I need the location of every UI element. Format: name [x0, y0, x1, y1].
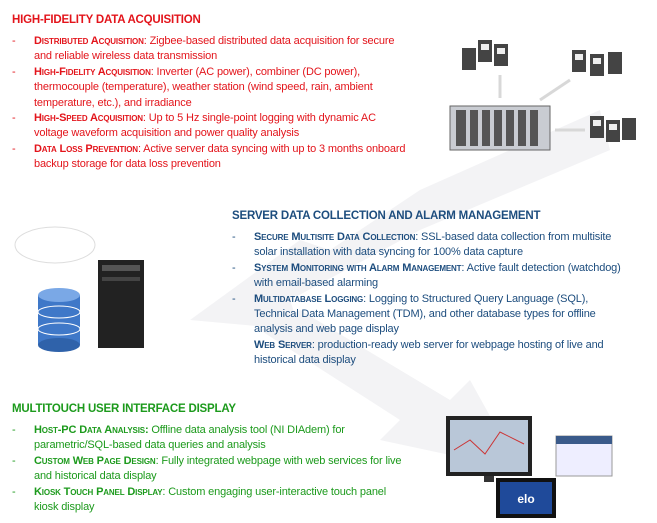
kiosk-touch-panel: elo	[496, 478, 556, 518]
cloud-icon	[14, 226, 96, 264]
server-database-illustration	[14, 226, 144, 352]
list-item: -Custom Web Page Design: Fully integrate…	[12, 454, 402, 483]
server-section: SERVER DATA COLLECTION AND ALARM MANAGEM…	[232, 210, 632, 369]
display-section: MULTITOUCH USER INTERFACE DISPLAY -Host-…	[12, 403, 412, 515]
arrow-down-left	[190, 110, 610, 330]
host-pc-monitor	[446, 416, 532, 482]
list-item: -Multidatabase Logging: Logging to Struc…	[232, 292, 596, 336]
database-icon	[37, 288, 81, 352]
server-title: SERVER DATA COLLECTION AND ALARM MANAGEM…	[232, 210, 541, 222]
list-item: -Secure Multisite Data Collection: SSL-b…	[232, 231, 612, 259]
wireless-nodes-illustration	[449, 40, 636, 151]
list-item: -System Monitoring with Alarm Management…	[232, 261, 621, 290]
acquisition-title: HIGH-FIDELITY DATA ACQUISITION	[12, 14, 201, 26]
list-item: -High-Fidelity Acquisition: Inverter (AC…	[12, 65, 373, 109]
acquisition-section: HIGH-FIDELITY DATA ACQUISITION -Distribu…	[12, 14, 412, 173]
webpage-screenshot	[555, 435, 613, 477]
svg-text:elo: elo	[517, 492, 534, 506]
display-title: MULTITOUCH USER INTERFACE DISPLAY	[12, 403, 236, 415]
displays-illustration: elo	[446, 416, 613, 518]
list-item: -Host-PC Data Analysis: Offline data ana…	[12, 424, 345, 452]
list-item: -Kiosk Touch Panel Display: Custom engag…	[12, 485, 387, 514]
list-item: -Data Loss Prevention: Active server dat…	[12, 142, 406, 171]
list-item: -High-Speed Acquisition: Up to 5 Hz sing…	[12, 112, 376, 140]
list-item: -Distributed Acquisition: Zigbee-based d…	[12, 35, 395, 63]
list-item: Web Server: production-ready web server …	[254, 338, 604, 367]
